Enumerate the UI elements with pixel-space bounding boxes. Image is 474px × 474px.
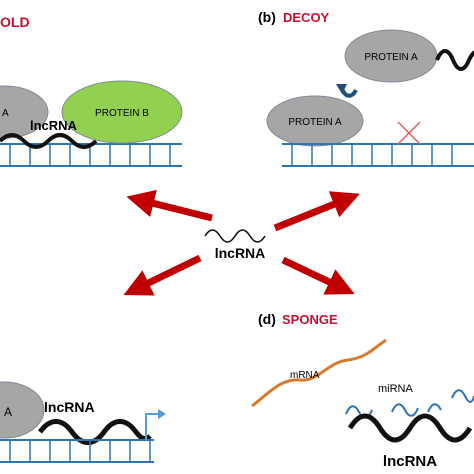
- sponge-panel-letter: (d): [258, 311, 276, 327]
- scaffold-lncrna-label: lncRNA: [30, 118, 78, 133]
- decoy-protein-a-bottom: [266, 95, 364, 147]
- guide-lncrna-strand: [37, 419, 152, 445]
- decoy-lncrna-strand: [435, 49, 474, 71]
- guide-dna-ladder: [0, 439, 154, 463]
- center-lncrna-strand: [204, 229, 266, 243]
- scaffold-panel-title: OLD: [0, 14, 30, 30]
- guide-promoter-arrow: [145, 409, 166, 440]
- sponge-lncrna-label: lncRNA: [383, 453, 437, 470]
- arrow-to-scaffold: [126, 189, 213, 222]
- decoy-protein-a-bottom-label: PROTEIN A: [288, 117, 342, 128]
- decoy-panel-title: DECOY: [283, 10, 330, 25]
- center-lncrna-label: lncRNA: [215, 245, 266, 261]
- decoy-block-cross: [397, 121, 421, 145]
- mrna-strand: [251, 338, 387, 408]
- decoy-panel-letter: (b): [258, 9, 276, 25]
- center-arrows: [123, 189, 360, 296]
- decoy-dna-ladder: [282, 143, 474, 167]
- decoy-protein-a-top-label: PROTEIN A: [364, 52, 418, 63]
- arrow-to-guide: [123, 254, 202, 296]
- mirna-4: [451, 389, 474, 403]
- sponge-panel-title: SPONGE: [282, 312, 338, 327]
- scaffold-dna-ladder: [0, 143, 182, 167]
- guide-protein-a-cut-label: A: [4, 405, 12, 419]
- mirna-2: [391, 403, 419, 417]
- mirna-3: [427, 403, 442, 413]
- guide-lncrna-label: lncRNA: [44, 399, 95, 415]
- protein-b-label: PROTEIN B: [95, 108, 149, 119]
- arrow-to-decoy: [273, 191, 360, 232]
- mirna-label: miRNA: [378, 383, 413, 395]
- protein-b-ellipse: [61, 80, 183, 144]
- sponge-lncrna-strand: [347, 413, 473, 443]
- scaffold-lncrna-strand: [0, 133, 98, 149]
- mrna-label: mRNA: [290, 370, 320, 381]
- decoy-binding-arrowhead: [336, 84, 347, 94]
- guide-protein-a-ellipse: [0, 381, 45, 439]
- arrow-to-sponge: [281, 256, 355, 295]
- protein-a-cut-label: A: [2, 108, 9, 119]
